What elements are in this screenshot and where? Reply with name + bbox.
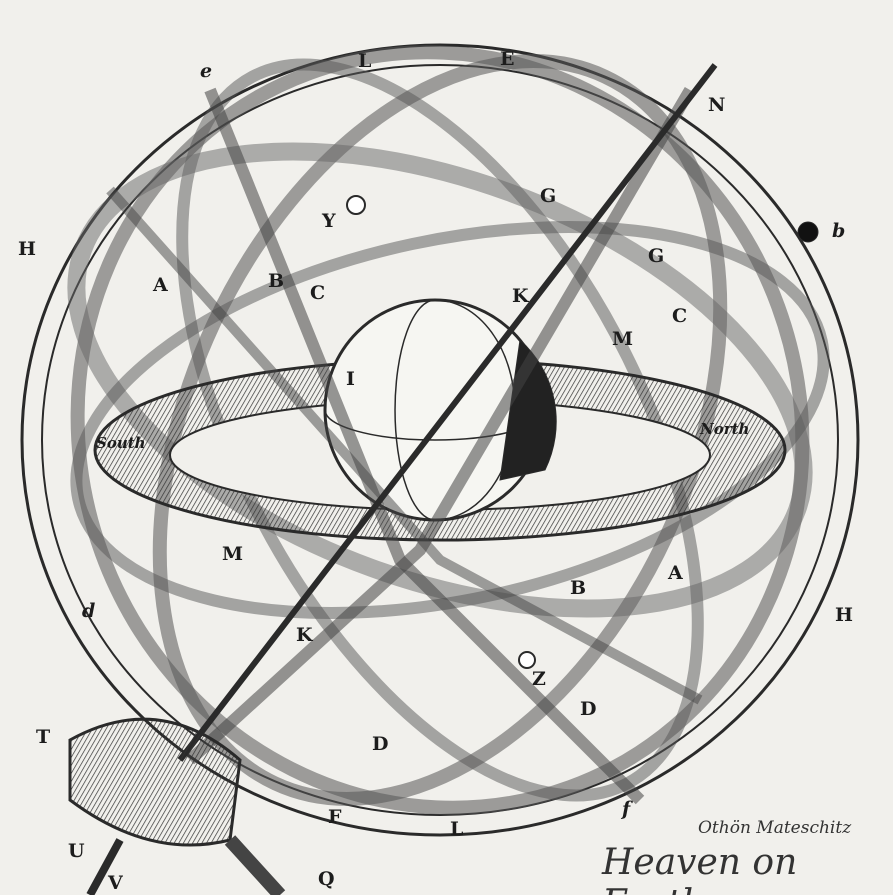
label-north: North xyxy=(700,420,750,438)
label-M-lower: M xyxy=(222,543,244,565)
label-H-left: H xyxy=(18,238,36,260)
label-Y: Y xyxy=(322,210,336,232)
label-K-upper: K xyxy=(512,285,529,307)
label-G2: G xyxy=(648,245,665,267)
label-G1: G xyxy=(540,185,557,207)
label-D2: D xyxy=(372,733,389,755)
label-N: N xyxy=(708,94,726,116)
outer-meridian-ring xyxy=(20,43,860,837)
label-C-upper: C xyxy=(310,282,326,304)
label-b: b xyxy=(832,220,846,242)
label-f: f xyxy=(622,798,631,820)
label-south: South xyxy=(96,434,146,452)
label-I: I xyxy=(346,368,355,390)
label-C-right: C xyxy=(672,305,688,327)
label-d: d xyxy=(82,600,96,622)
label-e: e xyxy=(200,60,213,82)
label-L-top: L xyxy=(358,50,372,72)
label-T: T xyxy=(36,726,51,748)
label-A-lower: A xyxy=(668,562,683,584)
label-U: U xyxy=(68,840,85,862)
label-V: V xyxy=(108,872,123,894)
label-E: E xyxy=(500,48,515,70)
label-K-lower: K xyxy=(296,624,313,646)
label-Z: Z xyxy=(532,668,546,690)
label-D1: D xyxy=(580,698,597,720)
label-H-right: H xyxy=(835,604,853,626)
label-Q: Q xyxy=(318,868,335,890)
signature-title: Heaven on Earth xyxy=(602,842,798,895)
label-A-upper: A xyxy=(153,274,168,296)
ecliptic-band xyxy=(67,142,813,618)
label-B-lower: B xyxy=(570,577,587,599)
label-B-upper: B xyxy=(268,270,285,292)
signature-author: Othön Mateschitz xyxy=(698,818,852,838)
label-F: F xyxy=(328,806,342,828)
label-L-bottom: L xyxy=(450,818,464,840)
label-M-upper: M xyxy=(612,328,634,350)
stand-base xyxy=(68,717,242,847)
